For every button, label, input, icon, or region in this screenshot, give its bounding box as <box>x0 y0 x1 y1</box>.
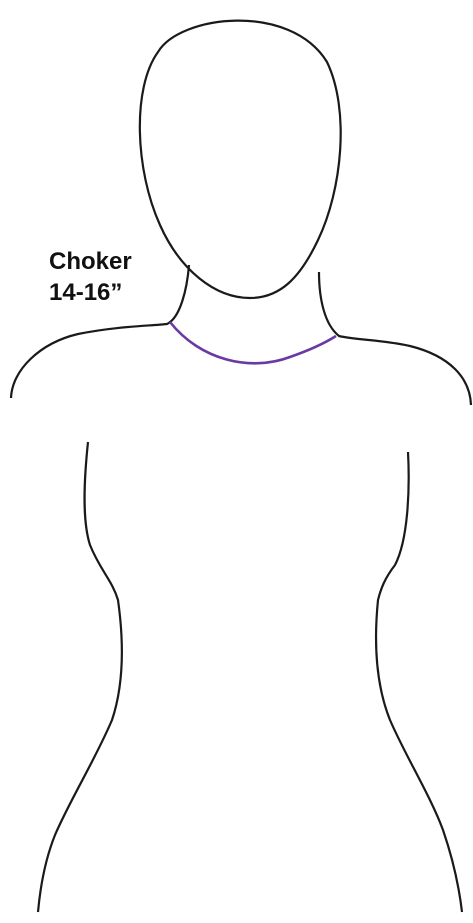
choker-name-text: Choker <box>49 246 132 277</box>
choker-necklace <box>170 322 336 363</box>
mannequin-head <box>140 21 341 298</box>
choker-length-text: 14-16” <box>49 277 132 308</box>
mannequin-left-torso <box>38 442 122 912</box>
choker-label: Choker 14-16” <box>49 246 132 308</box>
mannequin-right-shoulder <box>319 272 471 405</box>
mannequin-right-torso <box>376 452 462 912</box>
